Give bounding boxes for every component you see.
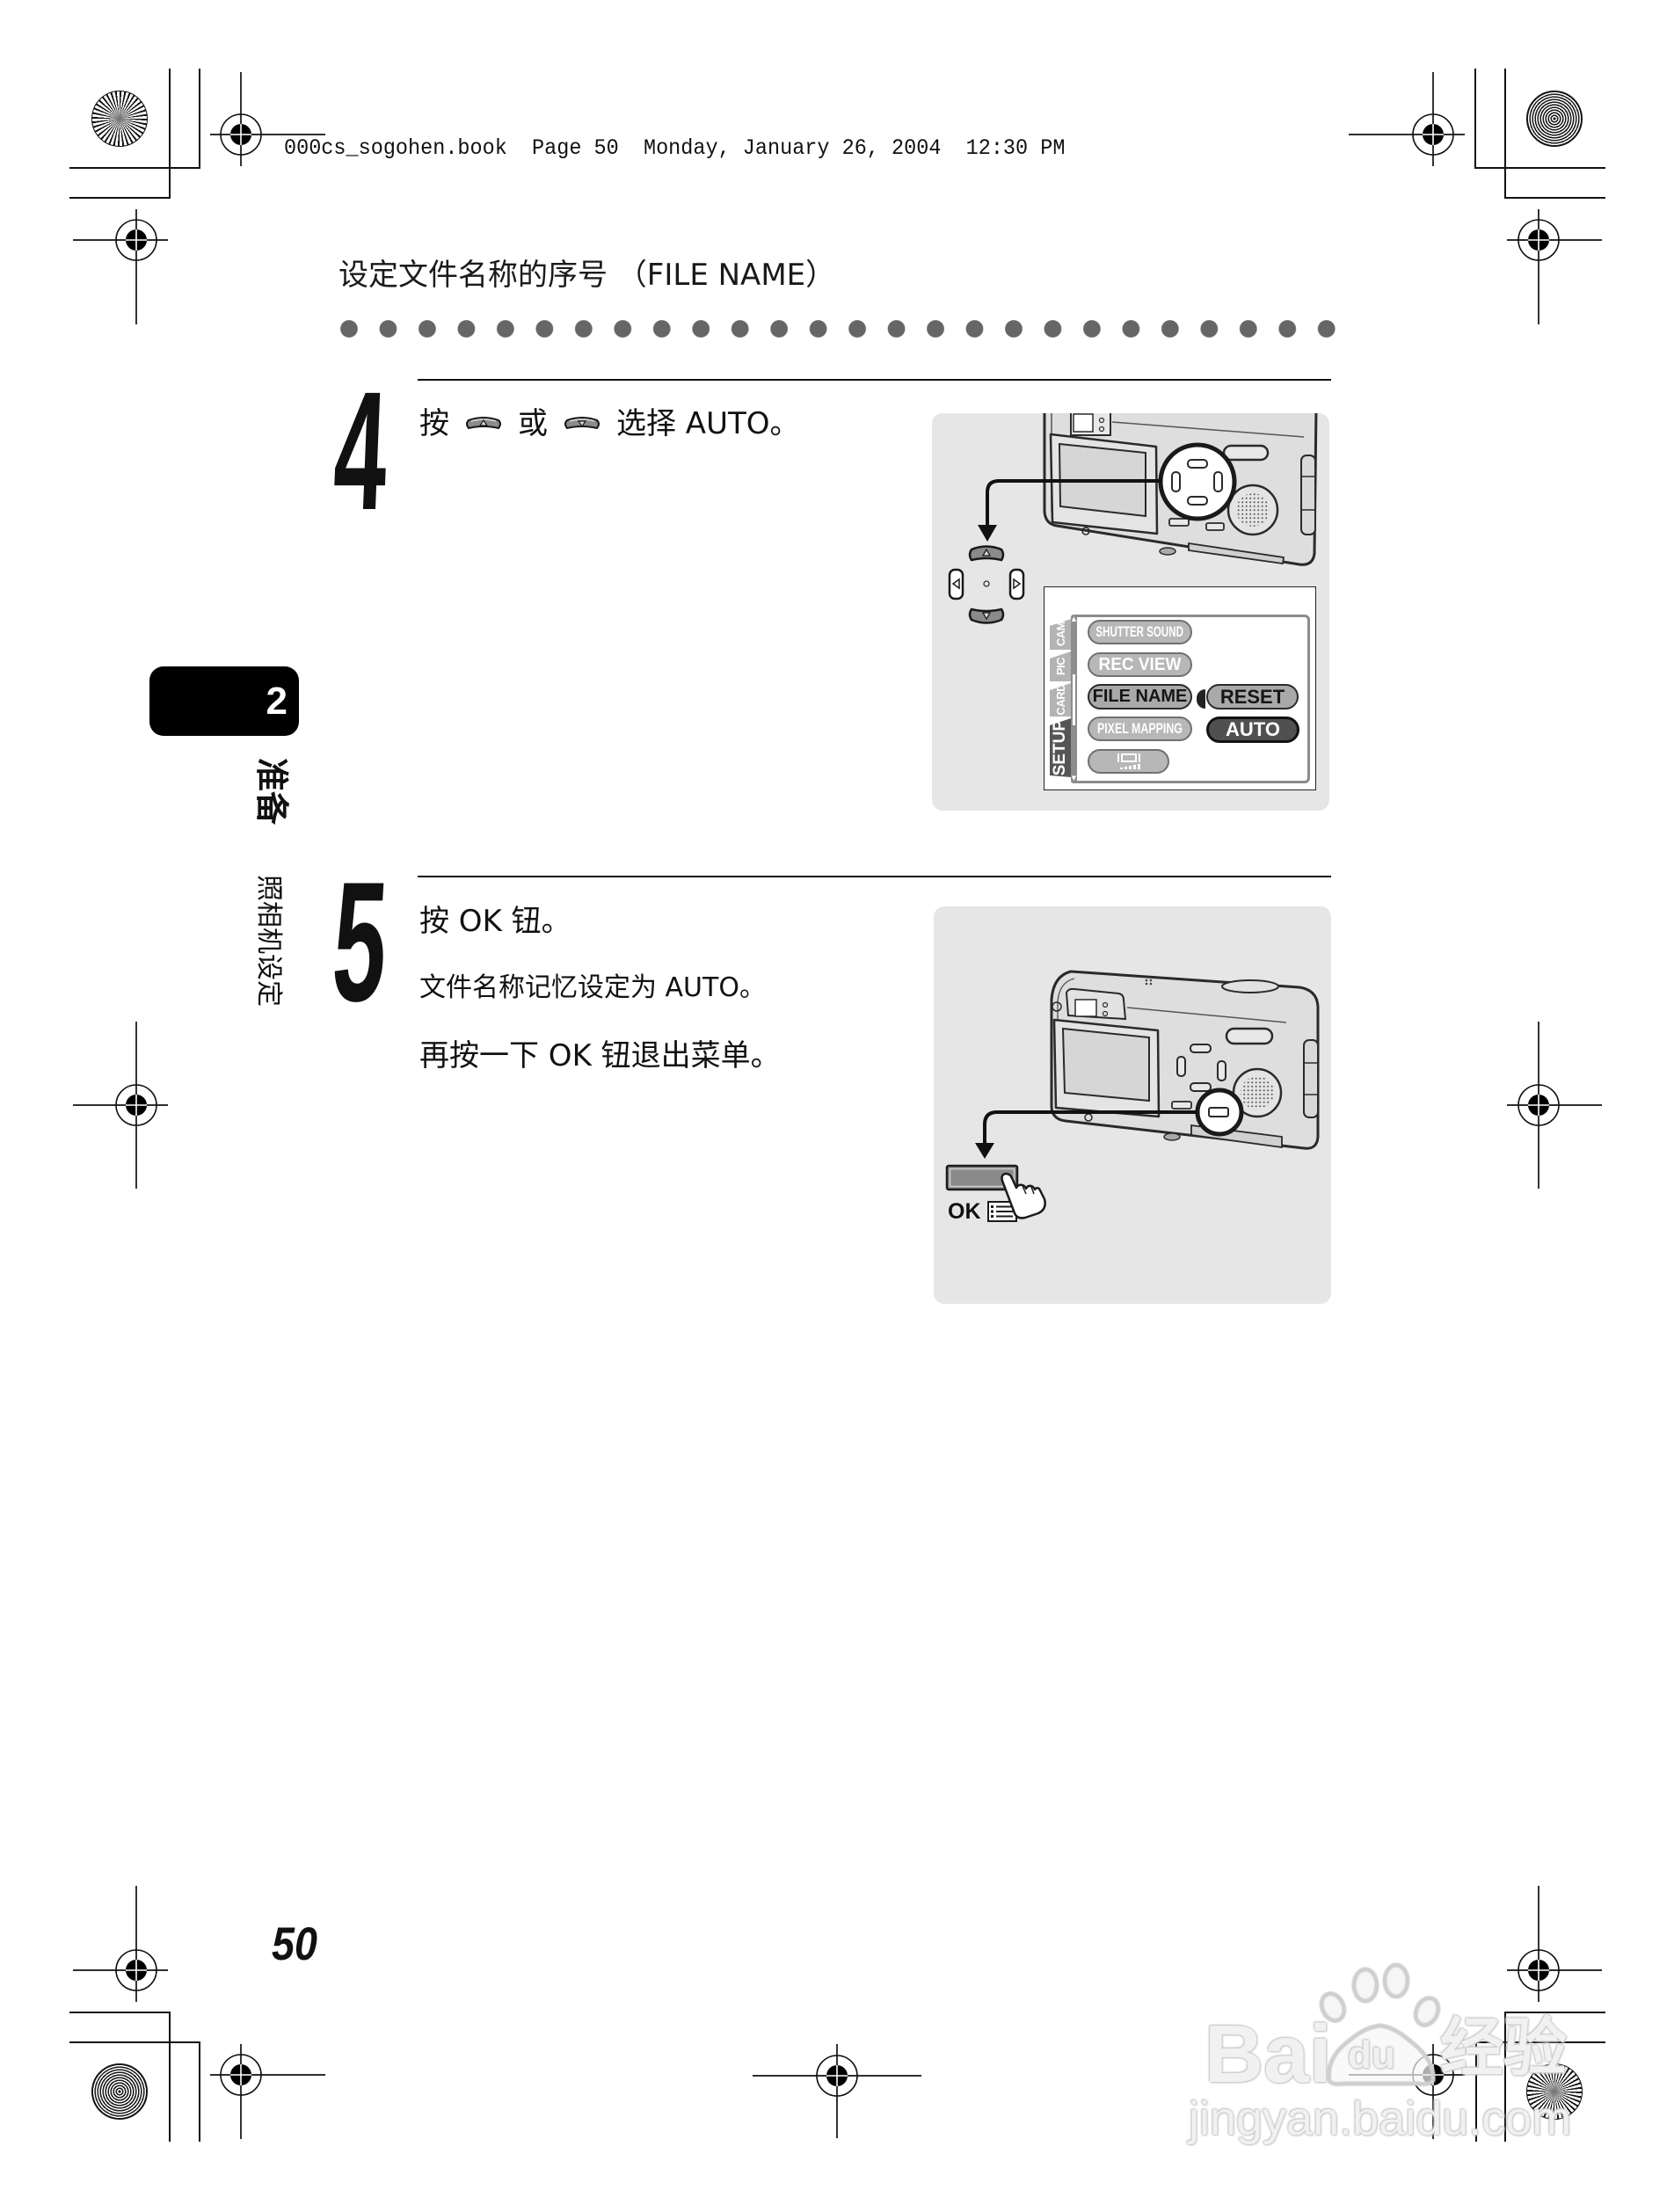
menu-tab-setup: SETUP xyxy=(1050,718,1071,777)
chapter-title: 准备 xyxy=(252,758,291,826)
menu-option-reset: RESET xyxy=(1206,684,1299,709)
step-4-illustration: ▲ ▼ CAM PIC CARD SETUP SHUTTER SOUND REC… xyxy=(932,413,1329,811)
subsection-title: 照相机设定 xyxy=(253,875,284,1007)
section-title: 设定文件名称的序号 （FILE NAME） xyxy=(338,258,836,293)
arrow-down-button-icon xyxy=(564,417,600,430)
chapter-number: 2 xyxy=(266,679,287,723)
registration-crosshair-lines xyxy=(73,72,1602,2139)
menu-item-pixel-mapping: PIXEL MAPPING xyxy=(1088,717,1192,741)
arrow-pad-highlight xyxy=(1158,442,1237,521)
ok-button-label: OK xyxy=(948,1199,981,1224)
watermark-brand-suffix: 经验 xyxy=(1440,2011,1568,2085)
dot-leader-divider xyxy=(340,320,1336,338)
step-5-note: 文件名称记忆设定为 AUTO。 xyxy=(419,972,766,1003)
callout-arrow-icon xyxy=(975,1110,1197,1159)
step-4-instruction: 按 或 选择 AUTO。 xyxy=(419,406,799,441)
step-5-illustration: OK xyxy=(934,906,1331,1304)
step-number: 5 xyxy=(327,847,393,1037)
tab-label: PIC xyxy=(1053,657,1067,676)
arrow-up-button-icon xyxy=(466,417,501,430)
menu-option-auto: AUTO xyxy=(1206,717,1299,743)
step-5-rule xyxy=(418,876,1331,877)
menu-item-shutter-sound: SHUTTER SOUND xyxy=(1088,620,1192,644)
tab-label: CAM xyxy=(1053,622,1067,647)
step-5-instruction: 按 OK 钮。 xyxy=(419,904,571,939)
tab-label: CARD xyxy=(1053,684,1067,716)
scroll-up-icon: ▲ xyxy=(1071,615,1077,622)
option-label: AUTO xyxy=(1226,718,1280,740)
menu-item-label: SHUTTER SOUND xyxy=(1095,623,1184,640)
paw-logo-icon xyxy=(1319,1962,1441,2086)
menu-item-rec-view: REC VIEW xyxy=(1088,652,1192,677)
concentric-target-icon xyxy=(1526,91,1583,147)
selection-pointer-icon xyxy=(1197,689,1205,709)
registration-target-icons xyxy=(115,113,1560,2097)
menu-item-monitor-brightness xyxy=(1088,749,1169,774)
arrow-pad-diagram xyxy=(948,545,1025,624)
menu-item-label: REC VIEW xyxy=(1098,654,1182,674)
option-label: RESET xyxy=(1219,685,1285,708)
watermark-url: jingyan.baidu.com xyxy=(1189,2092,1572,2145)
baidu-watermark: Bai du 经验 jingyan.baidu.com xyxy=(1178,1952,1600,2154)
tab-label: SETUP xyxy=(1051,719,1069,776)
crop-lines xyxy=(69,69,1605,2142)
instruction-text: 按 xyxy=(419,406,449,441)
step-number: 4 xyxy=(331,356,391,545)
concentric-target-icon xyxy=(91,2063,148,2120)
step-5-exit-instruction: 再按一下 OK 钮退出菜单。 xyxy=(419,1038,781,1073)
starburst-target-icon xyxy=(91,91,148,147)
chapter-tab: 2 xyxy=(149,666,299,736)
menu-item-label: FILE NAME xyxy=(1092,687,1188,706)
watermark-brand-inner: du xyxy=(1348,2034,1395,2077)
pointing-hand-icon xyxy=(1001,1172,1046,1219)
page-number: 50 xyxy=(272,1918,317,1970)
watermark-brand-prefix: Bai xyxy=(1205,2008,1332,2099)
camera-back-drawing xyxy=(948,413,1318,624)
menu-item-label: PIXEL MAPPING xyxy=(1097,720,1183,737)
ok-button-diagram xyxy=(945,1164,1019,1191)
camera-body xyxy=(1050,970,1320,1150)
menu-scroll-thumb xyxy=(1073,674,1075,725)
step-4-rule xyxy=(418,379,1331,381)
starburst-target-icon xyxy=(1526,2063,1583,2120)
monitor-brightness-icon xyxy=(1117,753,1140,769)
callout-arrow-icon xyxy=(978,479,1162,542)
menu-item-file-name: FILE NAME xyxy=(1088,684,1192,709)
instruction-text: 选择 AUTO。 xyxy=(616,406,800,441)
print-job-info: 000cs_sogohen.book Page 50 Monday, Janua… xyxy=(284,135,1066,161)
camera-back-drawing xyxy=(945,970,1320,1222)
scroll-down-icon: ▼ xyxy=(1071,775,1077,782)
ok-button-highlight xyxy=(1195,1088,1244,1137)
instruction-text: 或 xyxy=(518,406,548,441)
